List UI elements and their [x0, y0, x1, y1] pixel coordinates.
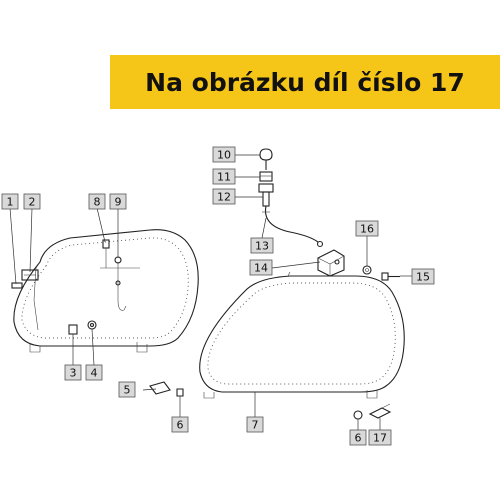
- callout-2: 2: [23, 193, 41, 210]
- callout-9: 9: [109, 193, 127, 210]
- lock-body: [258, 183, 274, 207]
- leader-lines: [9, 154, 412, 430]
- callout-9-label: 9: [115, 196, 122, 209]
- callout-7: 7: [246, 416, 264, 433]
- callout-13: 13: [250, 237, 274, 254]
- lock-cylinder: [259, 171, 273, 182]
- callout-6b-label: 6: [355, 432, 362, 445]
- callout-1-label: 1: [7, 196, 14, 209]
- callout-8: 8: [88, 193, 106, 210]
- banner-title: Na obrázku díl číslo 17: [145, 67, 465, 97]
- clip-part-17: [368, 403, 392, 419]
- callout-14: 14: [249, 259, 273, 276]
- callout-6a: 6: [171, 416, 189, 433]
- callout-10-label: 10: [217, 149, 231, 162]
- callout-4: 4: [85, 364, 103, 381]
- callout-15: 15: [411, 268, 435, 285]
- callout-17-label: 17: [373, 432, 387, 445]
- callout-13-label: 13: [255, 240, 269, 253]
- key-part: [259, 148, 273, 170]
- latch-bracket: [317, 249, 345, 277]
- callout-7-label: 7: [252, 419, 259, 432]
- right-side-cover: [199, 271, 405, 399]
- callout-11: 11: [212, 168, 236, 185]
- callout-6a-label: 6: [177, 419, 184, 432]
- callout-3-label: 3: [70, 367, 77, 380]
- callout-15-label: 15: [416, 271, 430, 284]
- callout-17: 17: [368, 429, 392, 446]
- callout-2-label: 2: [29, 196, 36, 209]
- release-cable: [262, 205, 324, 248]
- callout-12: 12: [212, 188, 236, 205]
- callout-11-label: 11: [217, 171, 231, 184]
- callout-6b: 6: [349, 429, 367, 446]
- callout-16: 16: [355, 220, 379, 237]
- clip-part: [149, 381, 171, 395]
- grommet-part: [176, 388, 363, 420]
- washer-part: [362, 265, 372, 275]
- callout-5: 5: [118, 381, 136, 398]
- callout-4-label: 4: [91, 367, 98, 380]
- callout-8-label: 8: [94, 196, 101, 209]
- callout-14-label: 14: [254, 262, 268, 275]
- callout-10: 10: [212, 146, 236, 163]
- callout-1: 1: [1, 193, 19, 210]
- callout-16-label: 16: [360, 223, 374, 236]
- cable-holder: [100, 239, 140, 311]
- left-side-cover: [13, 229, 199, 353]
- callout-5-label: 5: [124, 384, 131, 397]
- callout-12-label: 12: [217, 191, 231, 204]
- screw-part: [381, 272, 400, 281]
- highlight-banner: Na obrázku díl číslo 17: [110, 55, 500, 109]
- callout-3: 3: [64, 364, 82, 381]
